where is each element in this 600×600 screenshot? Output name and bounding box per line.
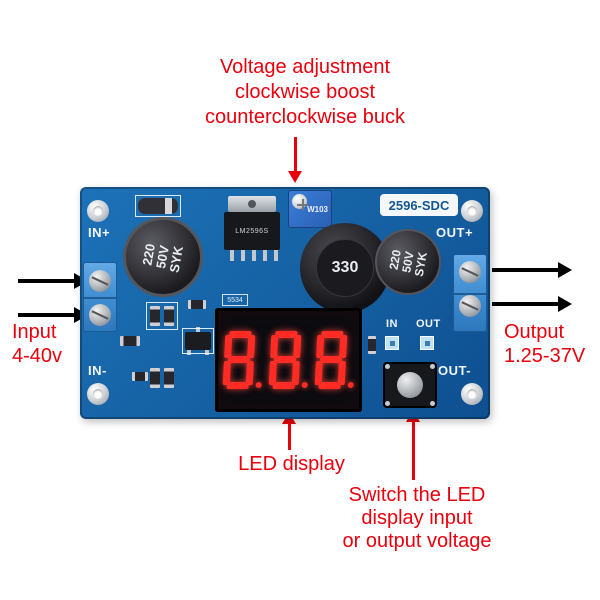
model-label: 2596-SDC: [380, 194, 458, 216]
mounting-hole: [461, 200, 483, 222]
terminal-screw: [459, 295, 481, 317]
diode-component: [138, 198, 178, 214]
silkscreen-led-out: OUT: [416, 318, 441, 330]
smd-component: [150, 368, 160, 388]
regulator-leg: [230, 250, 234, 261]
switch-note-line: display input: [361, 507, 473, 529]
regulator-leg: [274, 250, 278, 261]
terminal-screw: [89, 270, 111, 292]
regulator-ic-label: LM2596S: [235, 227, 269, 235]
seven-segment-digit: [314, 331, 354, 389]
mounting-hole: [87, 200, 109, 222]
silkscreen-in-minus: IN-: [88, 363, 107, 378]
silkscreen-outline: [182, 328, 214, 354]
transistor-leg: [196, 327, 200, 332]
voltage-adjustment-line: clockwise boost: [234, 81, 376, 103]
capacitor-marking: SYK: [166, 244, 187, 274]
pcb-board: IN+ IN- OUT+ OUT- 2596-SDC LM2596S 5534: [80, 187, 490, 419]
voltage-trimpot: W103: [288, 190, 332, 228]
input-capacitor: 220 50V SYK: [123, 217, 203, 297]
silkscreen-led-in: IN: [386, 318, 398, 330]
display-toggle-button: [383, 362, 437, 408]
regulator-heatsink-tab: [228, 196, 276, 212]
regulator-leg: [252, 250, 256, 261]
seven-segment-display: [215, 308, 362, 412]
smd-component: [164, 368, 174, 388]
trimpot-screw-icon: [292, 194, 308, 210]
output-note-line: 1.25-37V: [504, 345, 586, 367]
indicator-led: [420, 336, 434, 350]
smd-component: [188, 300, 206, 309]
inductor-label: 330: [331, 259, 359, 276]
regulator-leg: [263, 250, 267, 261]
smd-component: [164, 306, 174, 326]
transistor-leg: [187, 350, 191, 355]
trimpot-label: W103: [307, 205, 328, 214]
output-note: Output 1.25-37V: [504, 320, 599, 368]
switch-note-line: or output voltage: [342, 530, 492, 552]
seven-segment-digit: [222, 331, 262, 389]
smd-component: [132, 372, 148, 381]
switch-note-line: Switch the LED: [348, 484, 486, 506]
input-note-line: 4-40v: [12, 345, 63, 367]
terminal-screw: [459, 261, 481, 283]
led-display-note-label: LED display: [238, 453, 345, 475]
transistor-leg: [205, 350, 209, 355]
capacitor-marking: SYK: [411, 250, 430, 278]
voltage-adjustment-note: Voltage adjustment clockwise boost count…: [165, 55, 445, 130]
smd-component: [150, 306, 160, 326]
led-display-note: LED display: [209, 452, 374, 477]
voltage-adjustment-line: counterclockwise buck: [204, 106, 406, 128]
output-capacitor: 220 50V SYK: [375, 229, 441, 295]
ic-code-label: 5534: [222, 294, 248, 306]
output-note-line: Output: [504, 321, 565, 343]
indicator-led: [385, 336, 399, 350]
regulator-ic: LM2596S: [224, 212, 280, 250]
mounting-hole: [87, 383, 109, 405]
switch-note: Switch the LED display input or output v…: [332, 484, 502, 553]
silkscreen-out-minus: OUT-: [438, 363, 472, 378]
input-note-line: Input: [12, 321, 57, 343]
seven-segment-digit: [268, 331, 308, 389]
input-note: Input 4-40v: [12, 320, 87, 368]
silkscreen-outline: [135, 195, 181, 217]
silkscreen-outline: [146, 302, 178, 330]
silkscreen-out-plus: OUT+: [436, 225, 474, 240]
smd-component: [120, 336, 140, 346]
terminal-screw: [89, 304, 111, 326]
regulator-leg: [241, 250, 245, 261]
voltage-adjustment-line: Voltage adjustment: [219, 56, 391, 78]
smd-component: [368, 336, 376, 354]
mounting-hole: [461, 383, 483, 405]
silkscreen-in-plus: IN+: [88, 225, 111, 240]
button-plunger: [397, 372, 423, 398]
transistor-component: [185, 332, 211, 350]
